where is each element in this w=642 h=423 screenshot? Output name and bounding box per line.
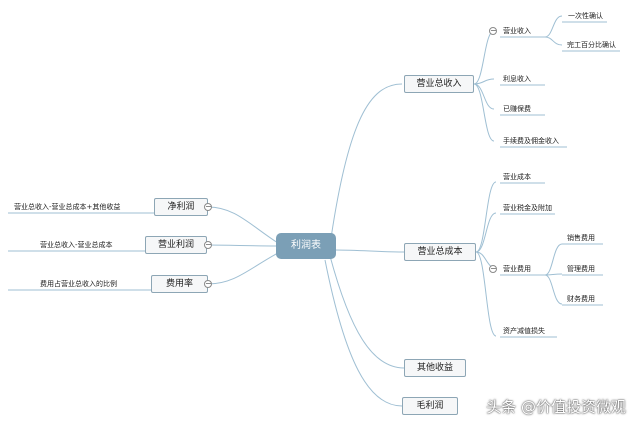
link-root-net-profit: [207, 206, 279, 244]
leaf-interest-income[interactable]: 利息收入: [503, 75, 531, 83]
link-root-revenue: [329, 83, 403, 246]
link-root-expense-ratio: [207, 252, 279, 285]
leaf-selling-expenses[interactable]: 销售费用: [567, 234, 595, 242]
link-root-other-income: [329, 255, 405, 369]
collapse-toggle-icon[interactable]: −: [204, 240, 212, 249]
leaf-impairment-loss[interactable]: 资产减值损失: [503, 327, 545, 335]
leaf-one-time-recognition[interactable]: 一次性确认: [568, 12, 603, 20]
leaf-operating-expenses[interactable]: 营业费用: [503, 265, 531, 273]
leaf-earned-premium[interactable]: 已赚保费: [503, 105, 531, 113]
node-revenue[interactable]: 营业总收入: [404, 75, 474, 93]
node-cost[interactable]: 营业总成本: [404, 243, 476, 261]
leaf-finance-expenses[interactable]: 财务费用: [567, 295, 595, 303]
expense-ratio-formula: 费用占营业总收入的比例: [40, 280, 117, 288]
root-node[interactable]: 利润表: [276, 233, 336, 259]
node-gross-profit[interactable]: 毛利润: [402, 397, 458, 415]
link-root-operating-profit: [206, 244, 277, 247]
operating-profit-formula: 营业总收入-营业总成本: [40, 241, 113, 249]
node-net-profit[interactable]: 净利润: [154, 198, 208, 216]
leaf-fee-commission-income[interactable]: 手续费及佣金收入: [503, 137, 559, 145]
collapse-toggle-icon[interactable]: −: [489, 26, 497, 35]
node-other-income[interactable]: 其他收益: [404, 359, 466, 377]
leaf-admin-expenses[interactable]: 管理费用: [567, 265, 595, 273]
collapse-toggle-icon[interactable]: −: [204, 279, 212, 288]
node-expense-ratio[interactable]: 费用率: [151, 275, 208, 293]
link-root-gross-profit: [324, 259, 403, 407]
leaf-operating-cost[interactable]: 营业成本: [503, 173, 531, 181]
watermark: 头条 @价值投资微观: [486, 398, 626, 416]
collapse-toggle-icon[interactable]: −: [204, 202, 212, 211]
node-operating-profit[interactable]: 营业利润: [145, 236, 207, 254]
leaf-tax-surcharge[interactable]: 营业税金及附加: [503, 204, 552, 212]
leaf-percentage-completion[interactable]: 完工百分比确认: [567, 41, 616, 49]
leaf-operating-revenue[interactable]: 营业收入: [503, 27, 531, 35]
net-profit-formula: 营业总收入-营业总成本+其他收益: [14, 203, 121, 211]
collapse-toggle-icon[interactable]: −: [489, 264, 497, 273]
link-root-cost: [334, 249, 405, 253]
